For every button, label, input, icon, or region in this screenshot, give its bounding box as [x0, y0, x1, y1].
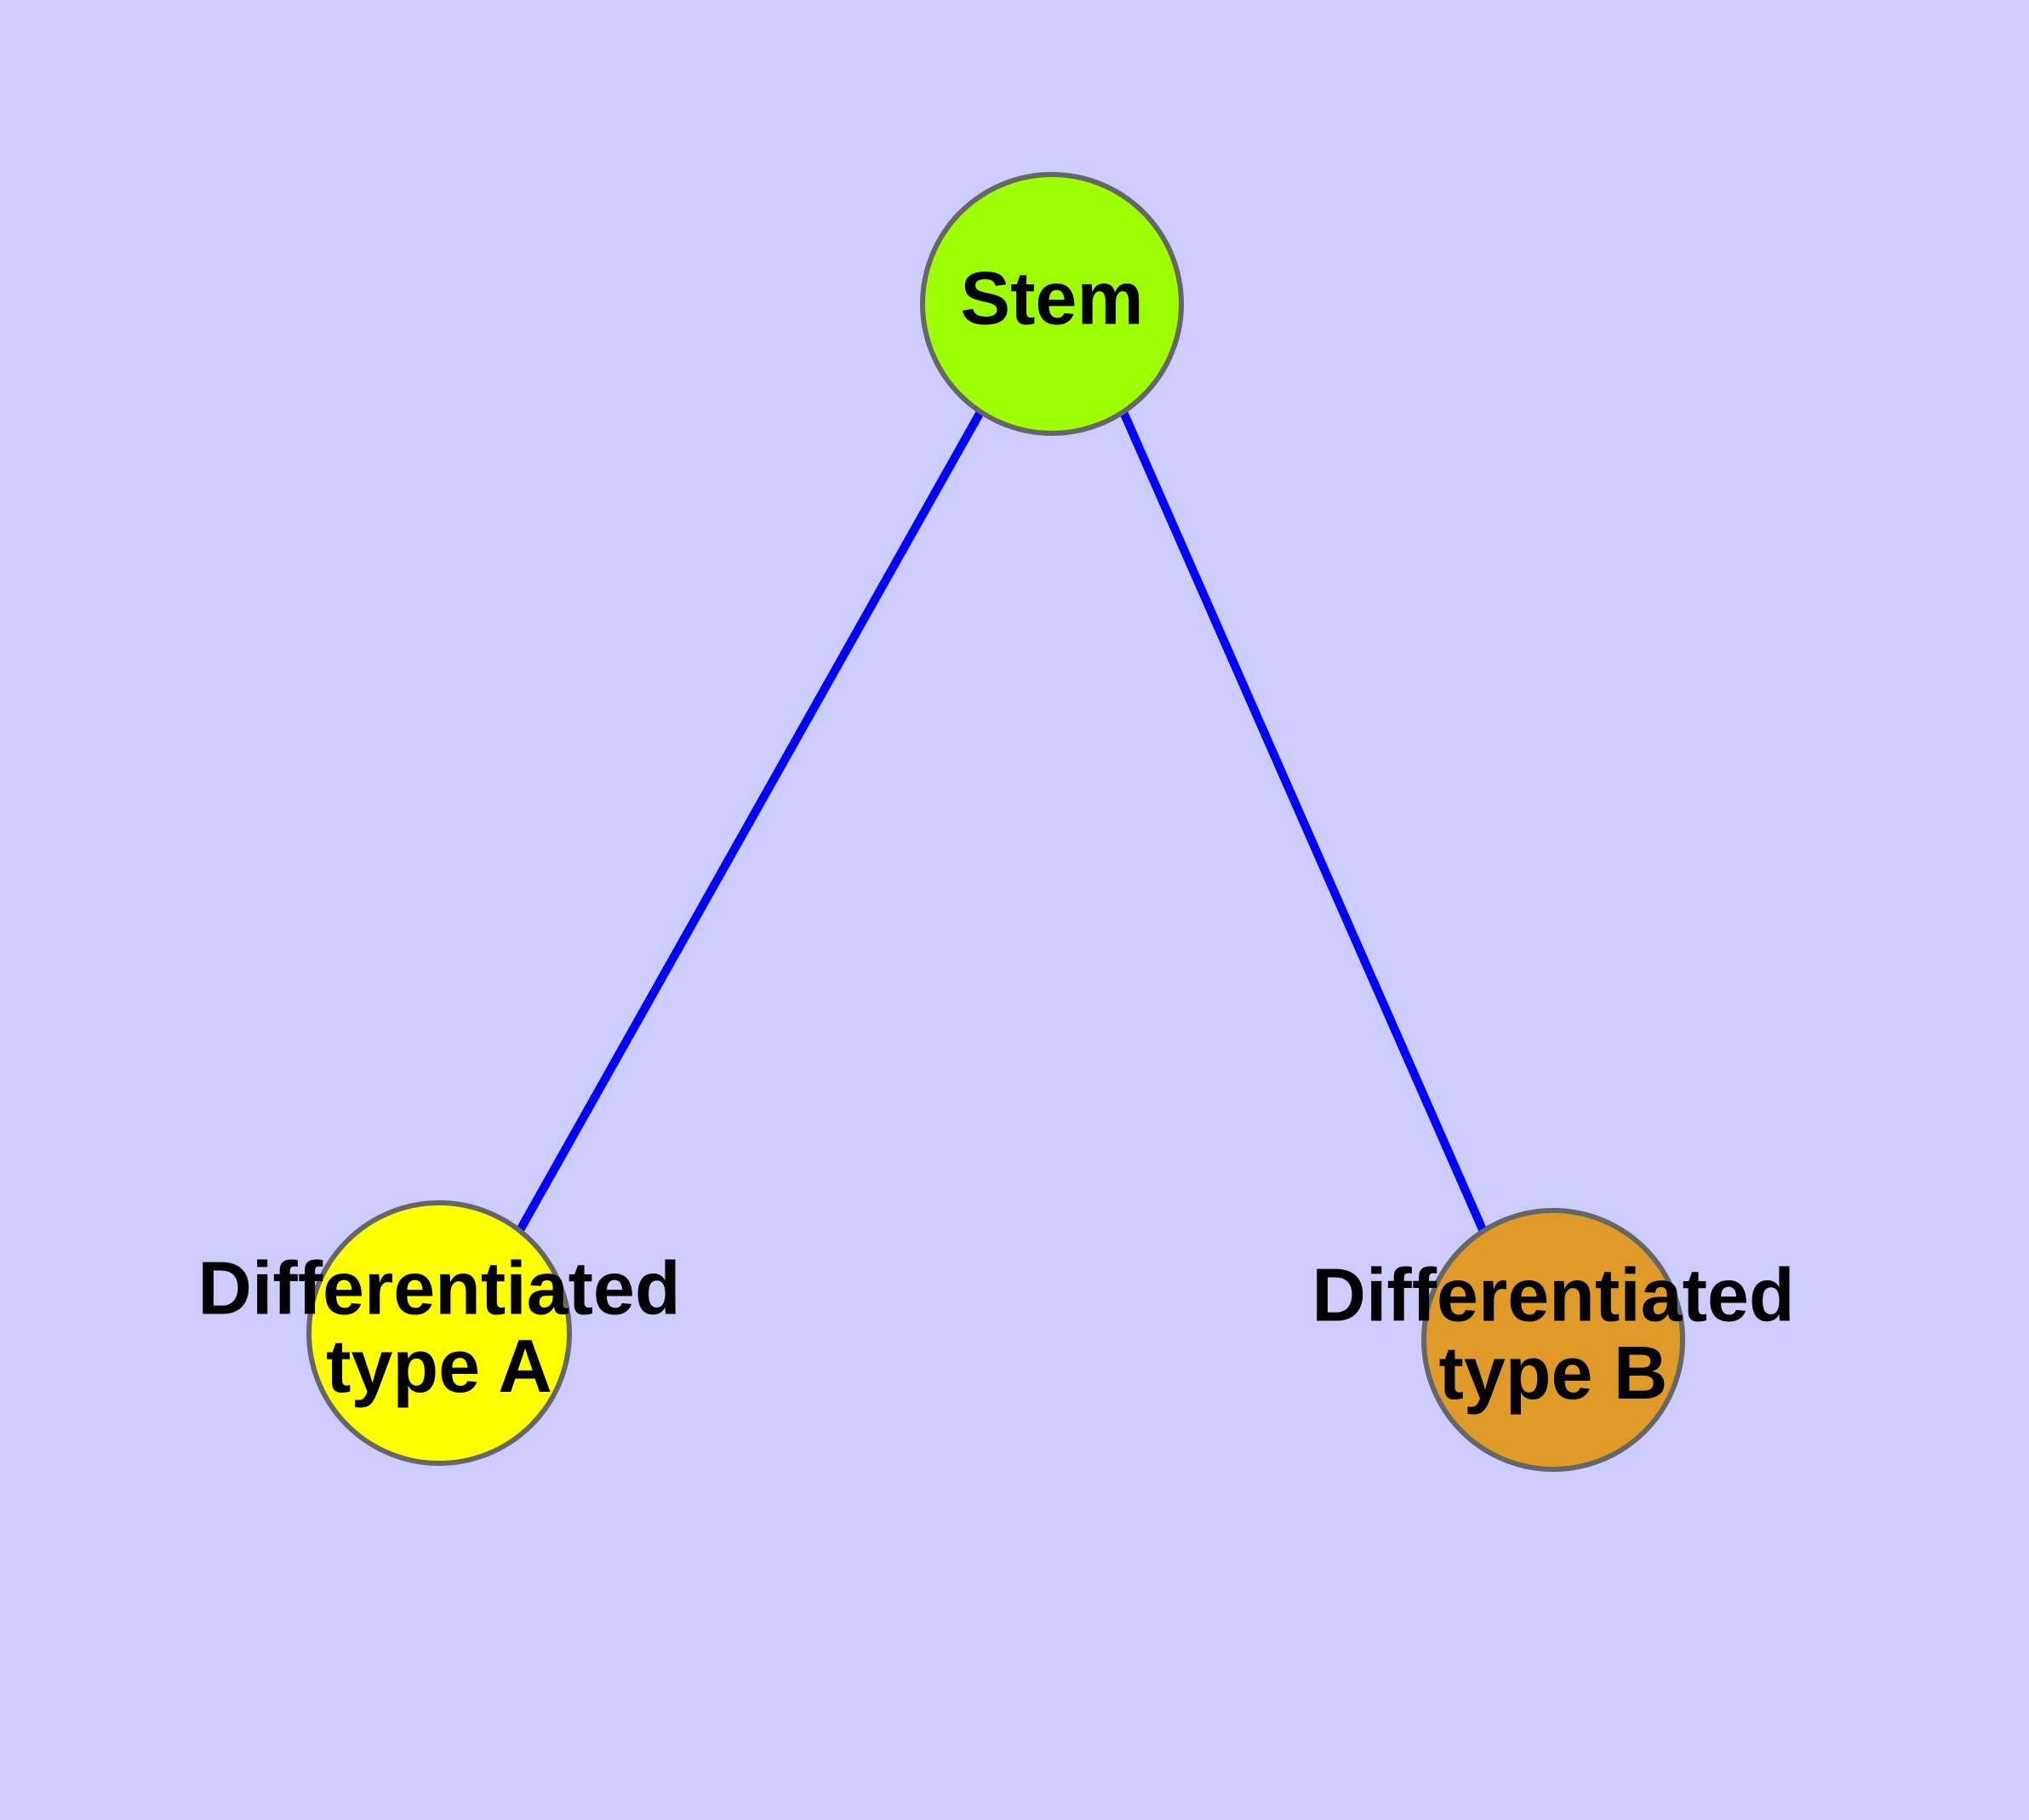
node-label-stem-line-1: Stem	[960, 255, 1143, 340]
graph-edge-stem-to-diff-b[interactable]	[1119, 409, 1489, 1236]
graph-edge-stem-to-diff-a[interactable]	[516, 409, 985, 1233]
node-label-diff-b-line-1: Differentiated	[1312, 1252, 1794, 1336]
node-label-diff-a-line-2: type A	[326, 1324, 552, 1408]
graph-node-diff-b[interactable]	[1421, 1208, 1685, 1472]
edges-layer	[516, 409, 1489, 1236]
graph-node-diff-a[interactable]	[306, 1200, 572, 1466]
graph-node-stem[interactable]	[920, 172, 1184, 436]
node-label-diff-a-line-1: Differentiated	[197, 1245, 680, 1330]
node-label-diff-b-line-2: type B	[1439, 1331, 1668, 1415]
nodes-layer	[306, 172, 1685, 1472]
